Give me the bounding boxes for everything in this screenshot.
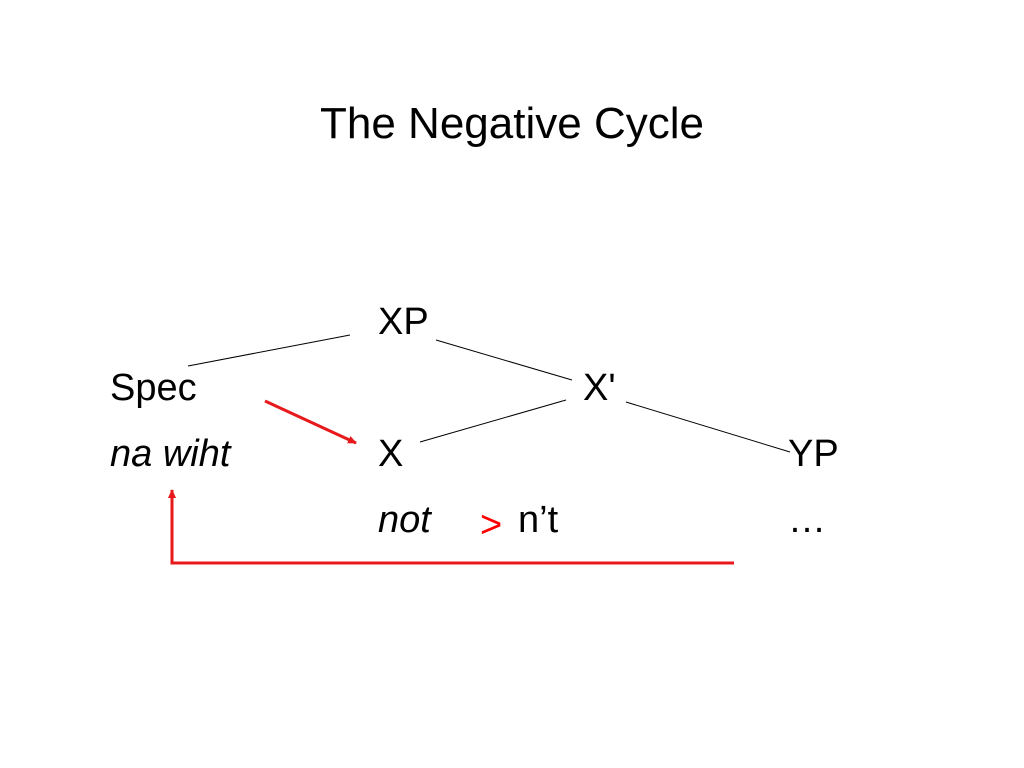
node-spec-filler: na wiht xyxy=(110,433,231,475)
branch-xp-xbar xyxy=(435,339,573,381)
arrow-cycle-back xyxy=(168,489,734,565)
branch-xbar-yp xyxy=(625,401,791,453)
arrow-spec-to-head xyxy=(264,399,357,445)
node-x-bar: X' xyxy=(583,367,616,409)
head-old-form: not xyxy=(378,499,431,541)
node-yp: YP xyxy=(788,433,839,475)
branch-xbar-x xyxy=(419,399,567,443)
node-spec: Spec xyxy=(110,367,197,409)
head-new-form: n’t xyxy=(518,499,559,541)
change-symbol: > xyxy=(480,504,503,546)
slide-title: The Negative Cycle xyxy=(320,99,704,148)
node-xp: XP xyxy=(378,301,429,343)
node-x-head: X xyxy=(378,433,404,475)
yp-content: … xyxy=(788,499,826,541)
branch-xp-spec xyxy=(187,334,351,367)
